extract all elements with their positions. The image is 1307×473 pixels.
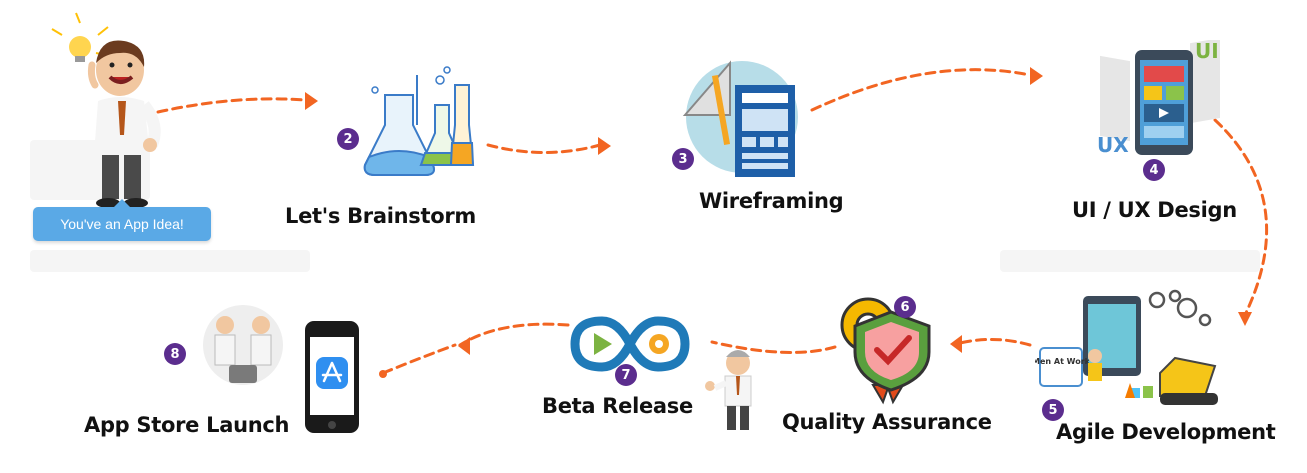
agile-development-illustration: Men At Work (1035, 289, 1218, 405)
step-badge-5: 5 (1042, 399, 1064, 421)
step-badge-6: 6 (894, 296, 916, 318)
arrow-brainstorm-to-wireframing (486, 143, 602, 154)
arrow-wireframing-to-uiux (810, 68, 1032, 112)
arrowhead (305, 92, 318, 110)
arrowhead (1030, 67, 1043, 85)
flask-icon (363, 75, 475, 176)
play-icon (594, 333, 612, 355)
arrow-uiux-to-agile (1213, 118, 1269, 317)
arrow-beta-to-launch (458, 322, 570, 347)
cog-icon (649, 334, 669, 354)
beta-release-illustration (570, 316, 752, 430)
arrow-agile-to-qa (958, 337, 1032, 347)
background-shape (1000, 250, 1260, 272)
step-badge-8: 8 (164, 343, 186, 365)
infinity-icon (570, 316, 690, 372)
step-badge-4: 4 (1143, 159, 1165, 181)
step-badge-7: 7 (615, 364, 637, 386)
ui-ux-illustration: UI UX (1097, 40, 1220, 157)
arrowhead (458, 337, 470, 355)
step-label-agile: Agile Development (1056, 420, 1276, 444)
arrowhead (950, 335, 962, 353)
step-badge-3: 3 (672, 148, 694, 170)
background-shape (30, 250, 310, 272)
lab-flasks-illustration (363, 66, 475, 176)
step-label-qa: Quality Assurance (782, 410, 992, 434)
ui-text: UI (1195, 40, 1219, 63)
arrow-start-dot (379, 370, 387, 378)
arrow-tail (381, 343, 457, 375)
wireframe-illustration (682, 60, 798, 177)
step-label-launch: App Store Launch (84, 413, 290, 437)
arrow-qa-to-beta (710, 340, 837, 354)
step-badge-2: 2 (337, 128, 359, 150)
step-label-wireframing: Wireframing (699, 189, 844, 213)
arrowhead (1238, 312, 1252, 326)
idea-bubble: You've an App Idea! (33, 199, 211, 241)
lightbulb-icon (51, 12, 109, 62)
step-label-beta: Beta Release (542, 394, 693, 418)
step-label-brainstorm: Let's Brainstorm (285, 204, 476, 228)
gears-icon (1148, 289, 1212, 327)
arrowhead (598, 137, 611, 155)
arrow-idea-to-brainstorm (156, 97, 307, 114)
idea-person-illustration (51, 12, 161, 208)
quality-assurance-illustration (840, 297, 931, 405)
men-at-work-sign: Men At Work (1035, 357, 1091, 366)
step-label-ui-ux: UI / UX Design (1072, 198, 1237, 222)
ux-text: UX (1097, 133, 1129, 157)
app-store-icon (316, 357, 348, 389)
app-store-launch-illustration (203, 305, 359, 433)
